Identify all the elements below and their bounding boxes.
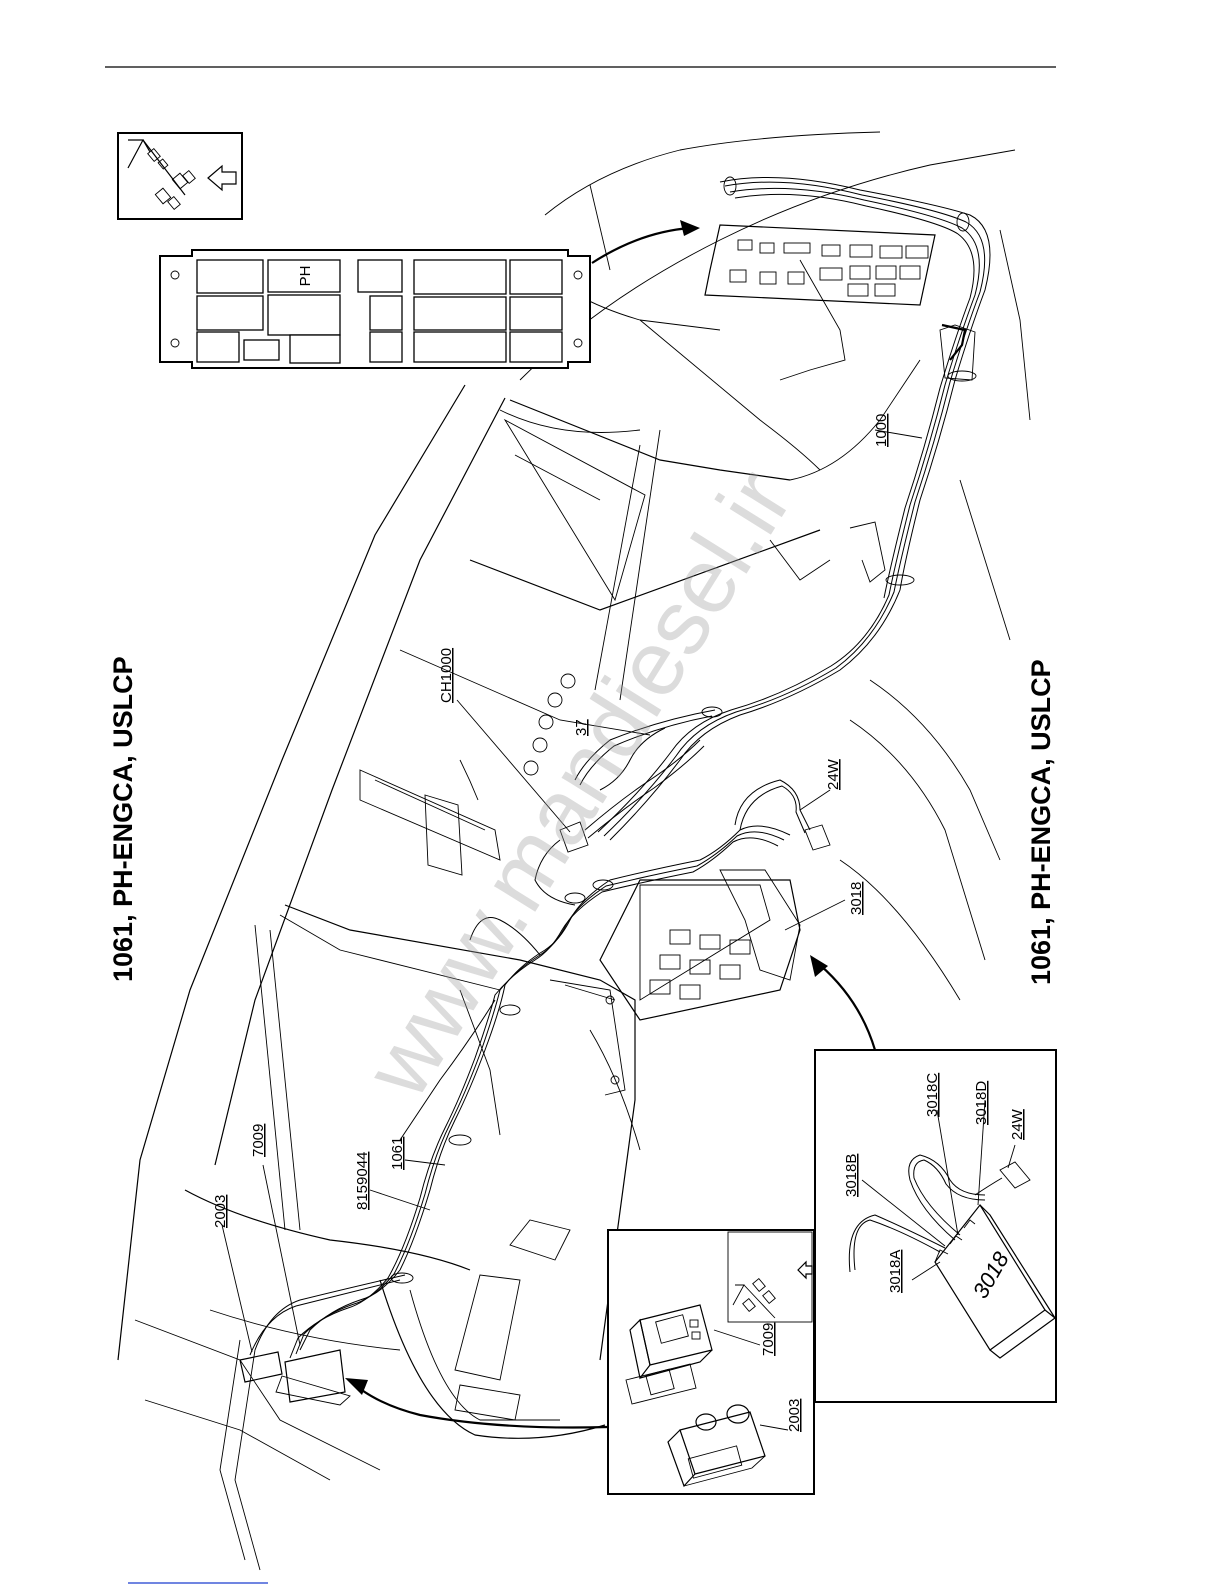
controls-inset	[608, 1230, 814, 1494]
label-3018: 3018	[848, 882, 865, 915]
label-8159044: 8159044	[354, 1152, 371, 1210]
inset-label-3018b: 3018B	[843, 1154, 860, 1197]
label-ch1000: CH1000	[438, 648, 455, 703]
fuse-box-mounted	[705, 225, 935, 380]
watermark: www.mandiesel.ir	[345, 453, 811, 1115]
inset-label-3018c: 3018C	[924, 1073, 941, 1117]
inset-label-24w: 24W	[1009, 1108, 1026, 1140]
title-right: 1061, PH-ENGCA, USLCP	[1026, 659, 1056, 985]
orientation-icon	[118, 133, 242, 219]
label-24w: 24W	[825, 758, 842, 790]
inset-label-2003: 2003	[786, 1399, 803, 1432]
inset-label-7009: 7009	[760, 1323, 777, 1356]
label-1061: 1061	[389, 1137, 406, 1170]
ph-fuse-label: PH	[297, 266, 314, 287]
label-7009: 7009	[250, 1124, 267, 1157]
relay-3018-assembly	[550, 870, 800, 1095]
title-left: 1061, PH-ENGCA, USLCP	[108, 656, 138, 982]
control-panel-switches	[240, 1350, 350, 1405]
label-1000: 1000	[873, 414, 890, 447]
inset-label-3018a: 3018A	[887, 1250, 904, 1293]
label-2003: 2003	[212, 1195, 229, 1228]
fuse-panel-inset: PH	[160, 250, 590, 368]
inset-label-3018d: 3018D	[973, 1081, 990, 1125]
